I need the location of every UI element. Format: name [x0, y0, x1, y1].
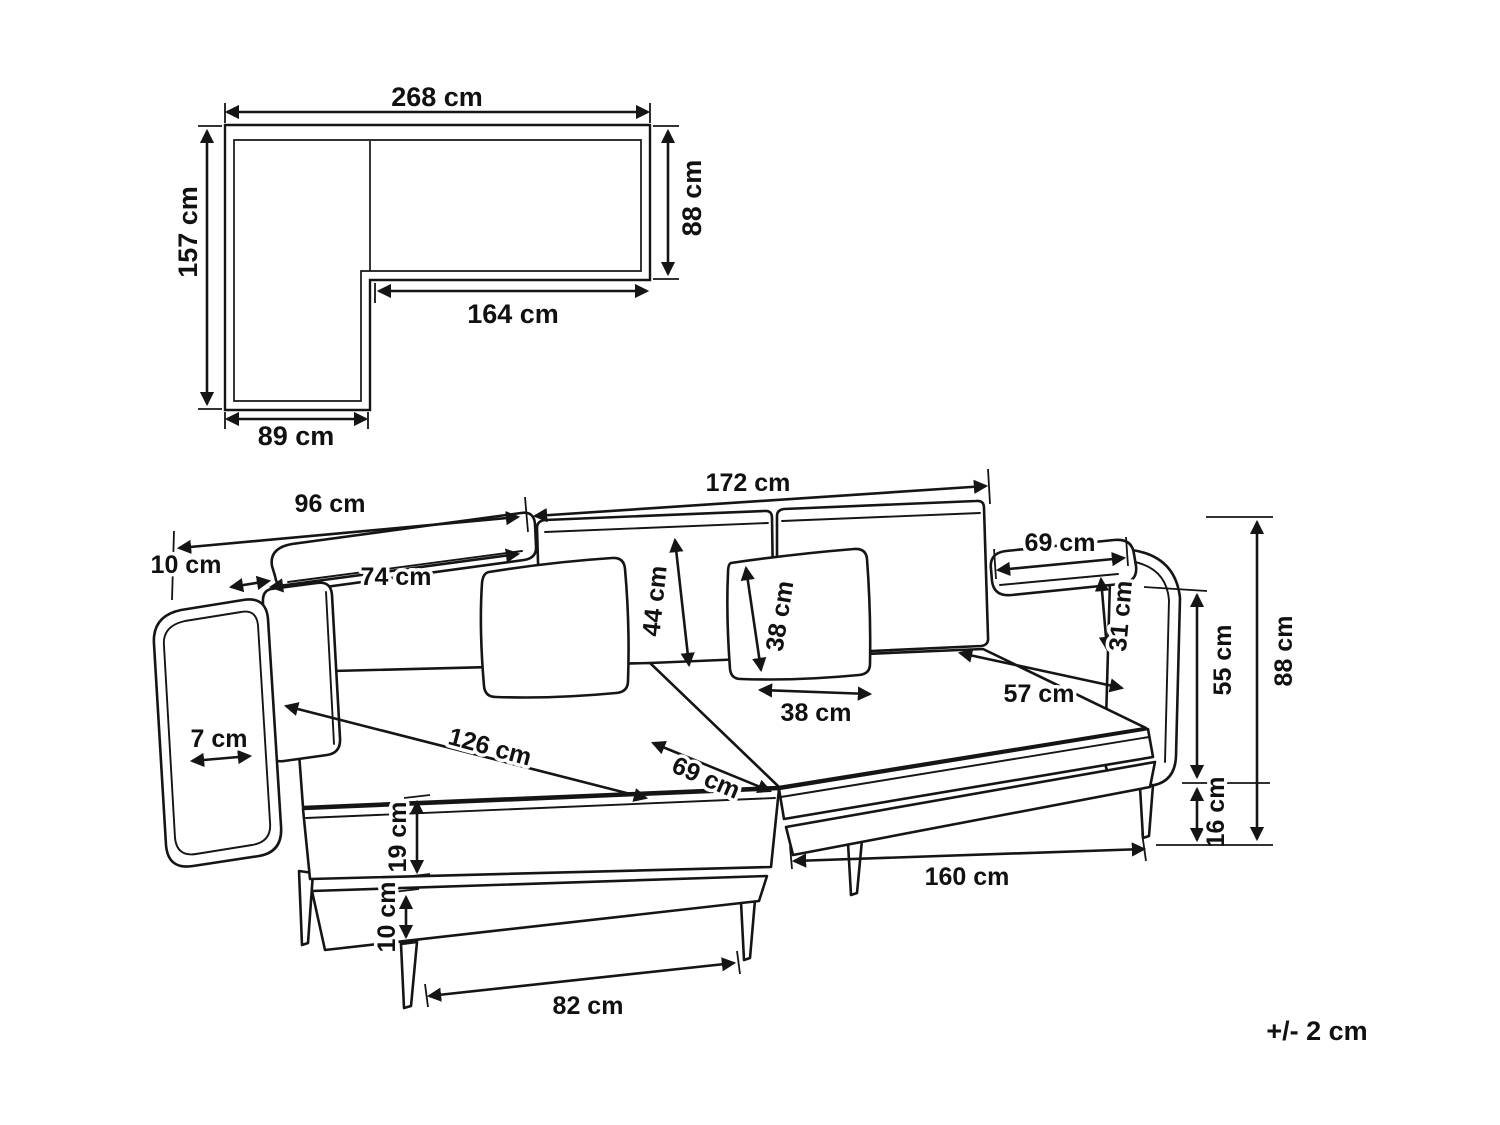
- extension-line: [403, 873, 431, 878]
- dimension-line-leg-span: [426, 957, 737, 1002]
- dimension-label-right-seat-depth: 57 cm: [1004, 680, 1075, 708]
- sofa-view: 96 cm 172 cm 10 cm 74 cm 44 cm 38 cm 38 …: [147, 466, 1301, 1024]
- extension-line: [1143, 586, 1208, 592]
- dimension-label-total-height: 88 cm: [1270, 616, 1298, 687]
- main-base-front: [784, 760, 1157, 857]
- dimension-label-front-width: 160 cm: [925, 863, 1010, 891]
- extension-line: [392, 939, 420, 944]
- extension-line: [736, 950, 741, 975]
- dimension-label-overall-width: 268 cm: [391, 82, 483, 112]
- dimension-label-leg-height: 16 cm: [1202, 777, 1230, 848]
- main-seat-front-piping: [780, 736, 1150, 798]
- dimension-label-chaise-width: 89 cm: [258, 421, 335, 451]
- throw-pillow-left: [479, 556, 630, 699]
- tolerance-note: +/- 2 cm: [1266, 1016, 1367, 1046]
- dimension-line-main-back-width: [532, 479, 989, 523]
- extension-line: [424, 983, 429, 1008]
- dimension-label-left-back-inner: 74 cm: [361, 563, 432, 591]
- dimension-label-right-arm-length: 69 cm: [1025, 529, 1096, 557]
- dimension-label-inner-width: 164 cm: [467, 299, 559, 329]
- chaise-seat-front-piping: [305, 797, 776, 819]
- dimension-label-left-back-width: 96 cm: [295, 490, 366, 518]
- extension-line: [993, 548, 997, 580]
- sofa-leg: [399, 940, 419, 1010]
- dimension-line-chaise-length: [283, 702, 649, 802]
- dimension-label-main-back-width: 172 cm: [706, 469, 791, 497]
- top-view-outline: [223, 123, 652, 412]
- dimension-label-side-height: 55 cm: [1209, 625, 1237, 696]
- dimension-line-pillow-height: [740, 565, 767, 673]
- dimension-line-right-arm-drop: [1094, 576, 1114, 652]
- dimension-line-front-width: [791, 842, 1147, 868]
- dimension-line-left-back-inner: [268, 548, 521, 593]
- plan-inner-outline: [233, 139, 642, 402]
- dimension-line-arm-thickness: [189, 749, 253, 768]
- extension-line: [987, 468, 991, 505]
- dimension-label-base-height: 10 cm: [373, 882, 401, 953]
- dimension-label-back-overhang: 10 cm: [151, 551, 222, 579]
- dimension-label-left-depth: 157 cm: [173, 186, 203, 278]
- dimension-label-leg-span: 82 cm: [553, 992, 624, 1020]
- dimension-label-cushion-thickness: 19 cm: [384, 802, 412, 873]
- dimension-line-right-arm-length: [995, 552, 1127, 576]
- chaise-base-front: [310, 874, 769, 952]
- throw-pillow-right: [726, 547, 872, 681]
- sofa-leg: [297, 869, 315, 947]
- dimension-label-arm-thickness: 7 cm: [191, 725, 248, 753]
- sofa-leg: [846, 838, 864, 897]
- extension-line: [171, 530, 175, 601]
- left-arm-panel-piping: [162, 610, 272, 856]
- extension-line: [392, 888, 420, 893]
- extension-line: [789, 845, 793, 870]
- extension-line: [1125, 536, 1129, 567]
- dimension-line-right-seat-depth: [957, 648, 1125, 693]
- extension-line: [524, 496, 529, 533]
- dimension-label-right-depth: 88 cm: [677, 160, 707, 237]
- sofa-leg: [739, 898, 757, 962]
- dimension-line-pillow-width: [757, 683, 873, 701]
- dimension-line-left-back-width: [176, 510, 521, 555]
- top-view: 268 cm 88 cm 157 cm 164 cm 89 cm: [170, 79, 711, 455]
- back-cushion-left-piping: [544, 522, 769, 533]
- dimension-line-mid-seat-depth: [651, 740, 772, 794]
- dimension-line-back-overhang: [228, 575, 272, 593]
- dimension-line-back-cushion-height: [669, 537, 695, 668]
- sofa-leg: [1138, 783, 1155, 840]
- extension-line: [403, 794, 431, 799]
- left-arm-panel: [152, 598, 283, 868]
- top-view-dimensions: 268 cm 88 cm 157 cm 164 cm 89 cm: [170, 79, 711, 455]
- plan-outer-outline: [223, 123, 652, 412]
- dimension-label-pillow-width: 38 cm: [781, 699, 852, 727]
